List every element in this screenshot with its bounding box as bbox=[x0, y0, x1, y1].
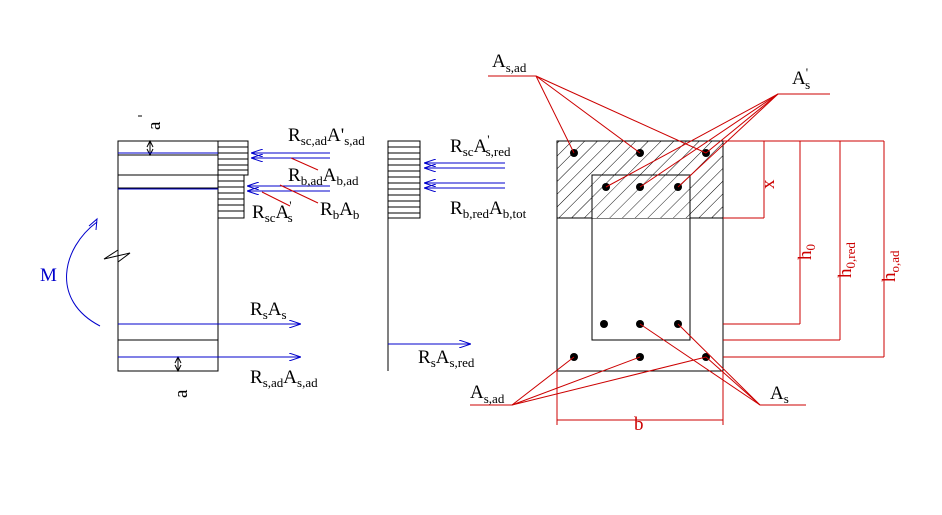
middle-section: RscA's,red Rb,redAb,tot RsAs,red bbox=[387, 132, 527, 371]
dim-x: x bbox=[758, 179, 779, 189]
label-as: As bbox=[770, 383, 789, 406]
height-dimensions bbox=[723, 140, 885, 358]
moment-arc bbox=[66, 221, 101, 327]
inner-core-hatch bbox=[592, 175, 690, 218]
dim-ho-ad: ho,ad bbox=[879, 250, 902, 282]
cross-leaders bbox=[470, 75, 830, 406]
break-mark bbox=[103, 249, 131, 263]
left-tension-arrows bbox=[118, 324, 300, 357]
force-rb-red: Rb,redAb,tot bbox=[450, 198, 527, 221]
label-as-prime: A's bbox=[792, 65, 810, 92]
moment-arrowhead bbox=[88, 217, 98, 231]
force-rsc: RscA's bbox=[252, 198, 293, 225]
dim-h0: h0 bbox=[795, 244, 818, 260]
left-section: a a bbox=[40, 115, 365, 398]
force-rs-ad: Rs,adAs,ad bbox=[250, 367, 318, 390]
force-rsc-ad: Rsc,adA's,ad bbox=[288, 125, 365, 148]
force-rb-ad: Rb,adAb,ad bbox=[288, 165, 359, 188]
width-dimension bbox=[556, 371, 724, 425]
section-outline bbox=[556, 140, 724, 372]
left-stress-block bbox=[217, 140, 249, 219]
top-cover-tick bbox=[146, 139, 154, 157]
force-rs-red: RsAs,red bbox=[418, 347, 475, 370]
middle-stress-block bbox=[387, 140, 421, 219]
cross-section: b x h0 h0,red ho,ad As,ad A's bbox=[470, 51, 902, 435]
label-as-ad-bottom: As,ad bbox=[470, 382, 505, 406]
dim-h0-red: h0,red bbox=[835, 242, 858, 278]
middle-compression-arrows bbox=[425, 163, 505, 188]
force-rb: RbAb bbox=[320, 199, 359, 222]
force-rsc-red: RscA's,red bbox=[450, 132, 511, 159]
force-rs: RsAs bbox=[250, 299, 287, 322]
top-cover-label: a bbox=[144, 121, 165, 130]
bottom-cover-label: a bbox=[171, 389, 192, 398]
width-label: b bbox=[634, 414, 644, 435]
inner-core bbox=[591, 174, 691, 341]
left-leaders bbox=[261, 157, 319, 207]
moment-label: M bbox=[40, 265, 57, 286]
label-as-ad-top: As,ad bbox=[492, 51, 527, 75]
rebar bbox=[600, 320, 608, 328]
